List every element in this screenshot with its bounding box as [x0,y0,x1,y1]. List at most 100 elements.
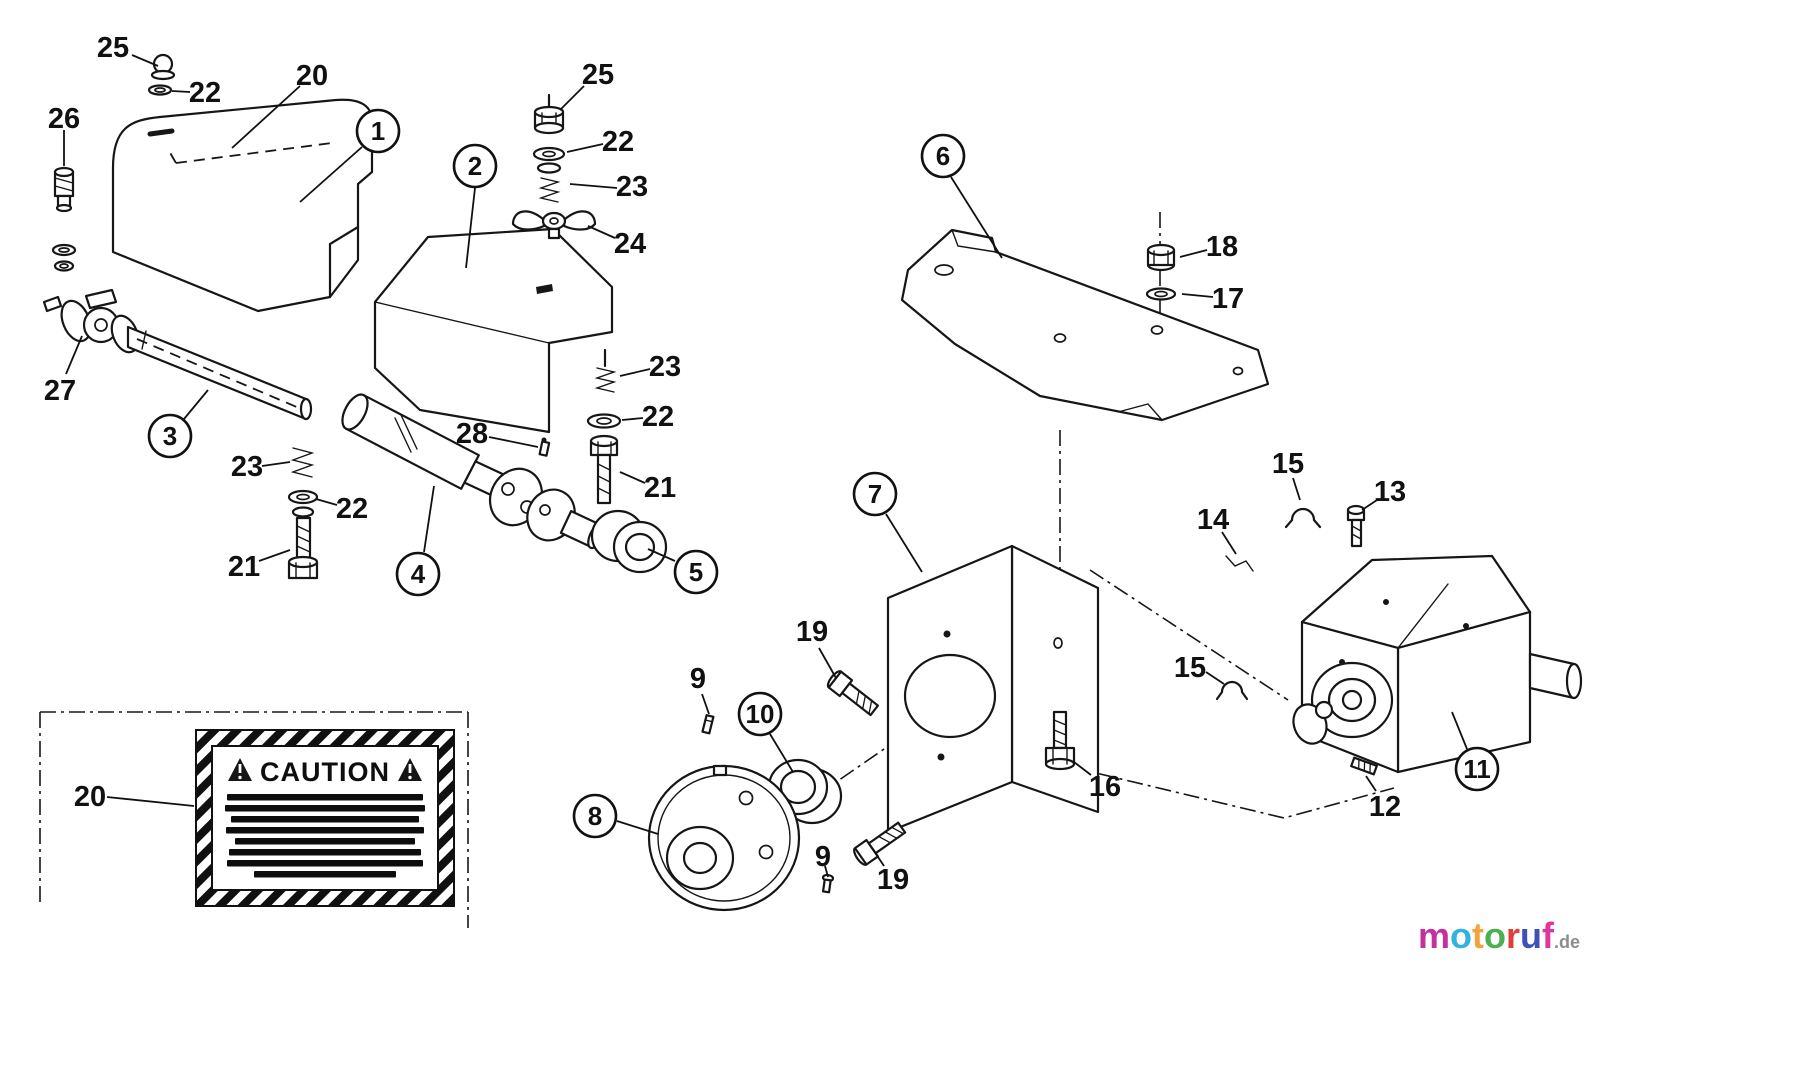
svg-text:25: 25 [582,59,614,91]
logo-letter-t: t [1472,915,1485,956]
svg-text:1: 1 [371,116,385,146]
logo-suffix: .de [1554,932,1581,952]
svg-text:10: 10 [746,699,775,729]
shield-cover-part20 [111,98,374,313]
svg-text:22: 22 [336,493,368,525]
logo-letter-o: o [1450,915,1473,956]
svg-text:26: 26 [48,103,80,135]
callout-part-19: 19 [796,616,837,679]
callout-part-14: 14 [1197,504,1237,555]
callout-part-22: 22 [171,77,221,109]
callout-part-27: 27 [44,335,83,407]
svg-text:22: 22 [602,126,634,158]
coupling-part5 [590,509,668,574]
shoulder-bolt-part26 [51,166,77,272]
logo-letter-o: o [1484,915,1507,956]
svg-text:3: 3 [163,421,177,451]
mounting-bracket-part7 [886,544,1100,834]
callout-part-1: 1 [299,108,401,203]
retainer-clip-part15-upper [1284,507,1322,529]
washer-part22-left-lower [287,489,319,518]
callout-part-6: 6 [920,133,1003,259]
callout-part-20: 20 [74,781,195,813]
logo-letters: motoruf [1418,915,1554,956]
svg-text:9: 9 [815,841,831,873]
callout-part-22: 22 [621,401,674,433]
motoruf-logo[interactable]: motoruf.de [1418,916,1580,962]
callout-part-4: 4 [395,485,441,597]
pto-shaft-part4 [341,393,507,498]
svg-text:25: 25 [97,32,129,64]
callout-part-9: 9 [690,663,710,715]
logo-letter-m: m [1418,915,1451,956]
callout-part-23: 23 [619,351,681,383]
callout-part-7: 7 [852,471,923,573]
logo-letter-r: r [1506,915,1521,956]
callout-part-16: 16 [1073,761,1121,803]
svg-text:23: 23 [649,351,681,383]
svg-text:18: 18 [1206,231,1238,263]
cotter-clip-part14 [1225,555,1254,572]
callout-part-28: 28 [456,418,539,450]
callout-part-15: 15 [1174,652,1225,685]
svg-text:23: 23 [231,451,263,483]
svg-text:16: 16 [1089,771,1121,803]
callout-part-10: 10 [737,691,794,773]
svg-text:27: 27 [44,375,76,407]
svg-text:12: 12 [1369,791,1401,823]
svg-text:23: 23 [616,171,648,203]
svg-text:21: 21 [644,472,676,504]
svg-text:20: 20 [74,781,106,813]
mounting-plate-part6 [900,228,1270,422]
svg-text:7: 7 [868,479,882,509]
svg-text:20: 20 [296,60,328,92]
cap-nut-part25-left [150,53,176,81]
svg-text:19: 19 [796,616,828,648]
svg-text:6: 6 [936,141,950,171]
hex-bolt-part21-left [287,516,319,580]
svg-text:4: 4 [411,559,426,589]
callout-part-11: 11 [1451,711,1500,792]
callout-part-3: 3 [147,389,209,459]
gearbox-part11 [1292,554,1583,774]
callout-part-21: 21 [228,549,291,583]
pulley-part8 [647,764,801,912]
hex-bolt-part13 [1346,504,1366,548]
callout-part-19: 19 [871,847,909,896]
svg-text:5: 5 [689,557,703,587]
callout-part-25: 25 [559,59,614,111]
spring-part23-right [594,348,617,393]
washer-part17 [1145,287,1177,301]
svg-text:2: 2 [468,151,482,181]
svg-text:22: 22 [642,401,674,433]
hex-bolt-part16 [1044,710,1076,771]
callout-part-15: 15 [1272,448,1304,501]
svg-text:11: 11 [1463,754,1491,784]
svg-text:8: 8 [588,801,602,831]
retainer-clip-part15-lower [1215,680,1249,701]
callout-part-9: 9 [815,841,831,878]
svg-text:19: 19 [877,864,909,896]
svg-text:9: 9 [690,663,706,695]
svg-text:28: 28 [456,418,488,450]
fastener-stack-parts25-24 [511,93,597,240]
warning-triangle-icon [398,758,422,781]
callout-part-12: 12 [1365,775,1401,823]
callout-part-13: 13 [1361,476,1406,511]
hex-bolt-part21-right [589,434,619,505]
belt-cover-part2 [373,227,614,434]
callout-part-26: 26 [48,103,80,166]
washer-part22-left [147,84,173,96]
svg-text:15: 15 [1174,652,1206,684]
callout-part-17: 17 [1181,283,1244,315]
hex-nut-part18 [1146,243,1176,272]
svg-text:22: 22 [189,77,221,109]
pin-part9-upper [701,714,715,735]
callout-part-18: 18 [1179,231,1238,263]
screw-part9-lower [821,873,835,894]
callout-part-23: 23 [569,171,648,203]
caution-decal-part20: CAUTION [195,729,455,907]
